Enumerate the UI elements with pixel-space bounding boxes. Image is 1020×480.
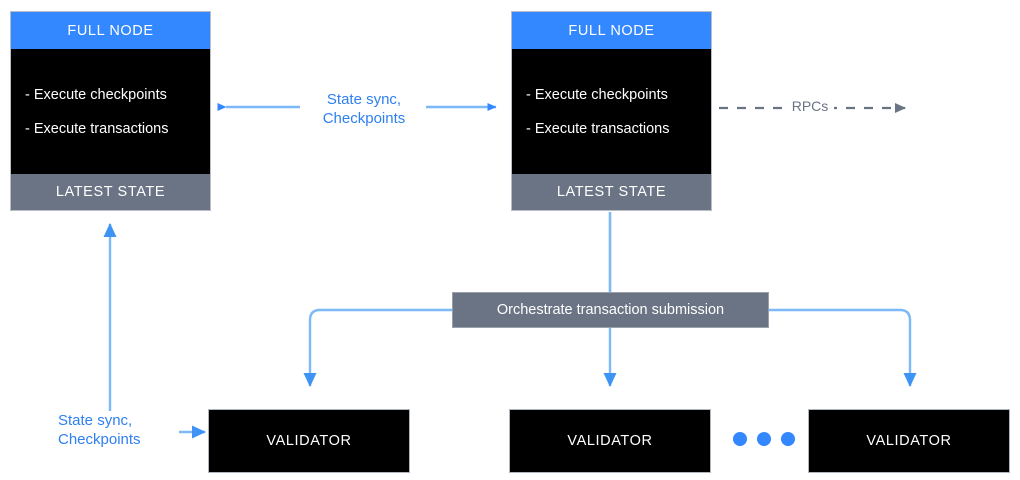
full-node-left-latest-state: LATEST STATE [11,174,210,210]
full-node-left-bullet-1: - Execute checkpoints [25,86,167,103]
ellipsis-dot-1 [733,432,747,446]
ellipsis-dot-2 [757,432,771,446]
full-node-left-bullet-2: - Execute transactions [25,120,169,137]
validator-3-label: VALIDATOR [866,433,952,449]
edge-label-rpcs: RPCs [786,97,834,116]
full-node-right: FULL NODE - Execute checkpoints - Execut… [511,11,712,211]
validator-3: VALIDATOR [808,409,1010,473]
full-node-left: FULL NODE - Execute checkpoints - Execut… [10,11,211,211]
edge-label-state-sync-bottom: State sync, Checkpoints [55,411,179,449]
full-node-right-bullet-2: - Execute transactions [526,120,670,137]
full-node-right-body: - Execute checkpoints - Execute transact… [512,49,711,174]
full-node-right-latest-state: LATEST STATE [512,174,711,210]
full-node-left-header: FULL NODE [11,12,210,49]
link-orchestrate-to-validator-3 [769,308,917,387]
full-node-right-header: FULL NODE [512,12,711,49]
ellipsis-dot-3 [781,432,795,446]
full-node-left-body: - Execute checkpoints - Execute transact… [11,49,210,174]
link-orchestrate-to-validator-1 [303,308,452,387]
more-validators-ellipsis [733,432,795,446]
validator-1-label: VALIDATOR [266,433,352,449]
full-node-right-bullet-1: - Execute checkpoints [526,86,668,103]
validator-1: VALIDATOR [208,409,410,473]
edge-label-state-sync-top: State sync, Checkpoints [302,90,426,128]
orchestrate-transaction-submission-box: Orchestrate transaction submission [452,292,769,328]
validator-2-label: VALIDATOR [567,433,653,449]
validator-2: VALIDATOR [509,409,711,473]
